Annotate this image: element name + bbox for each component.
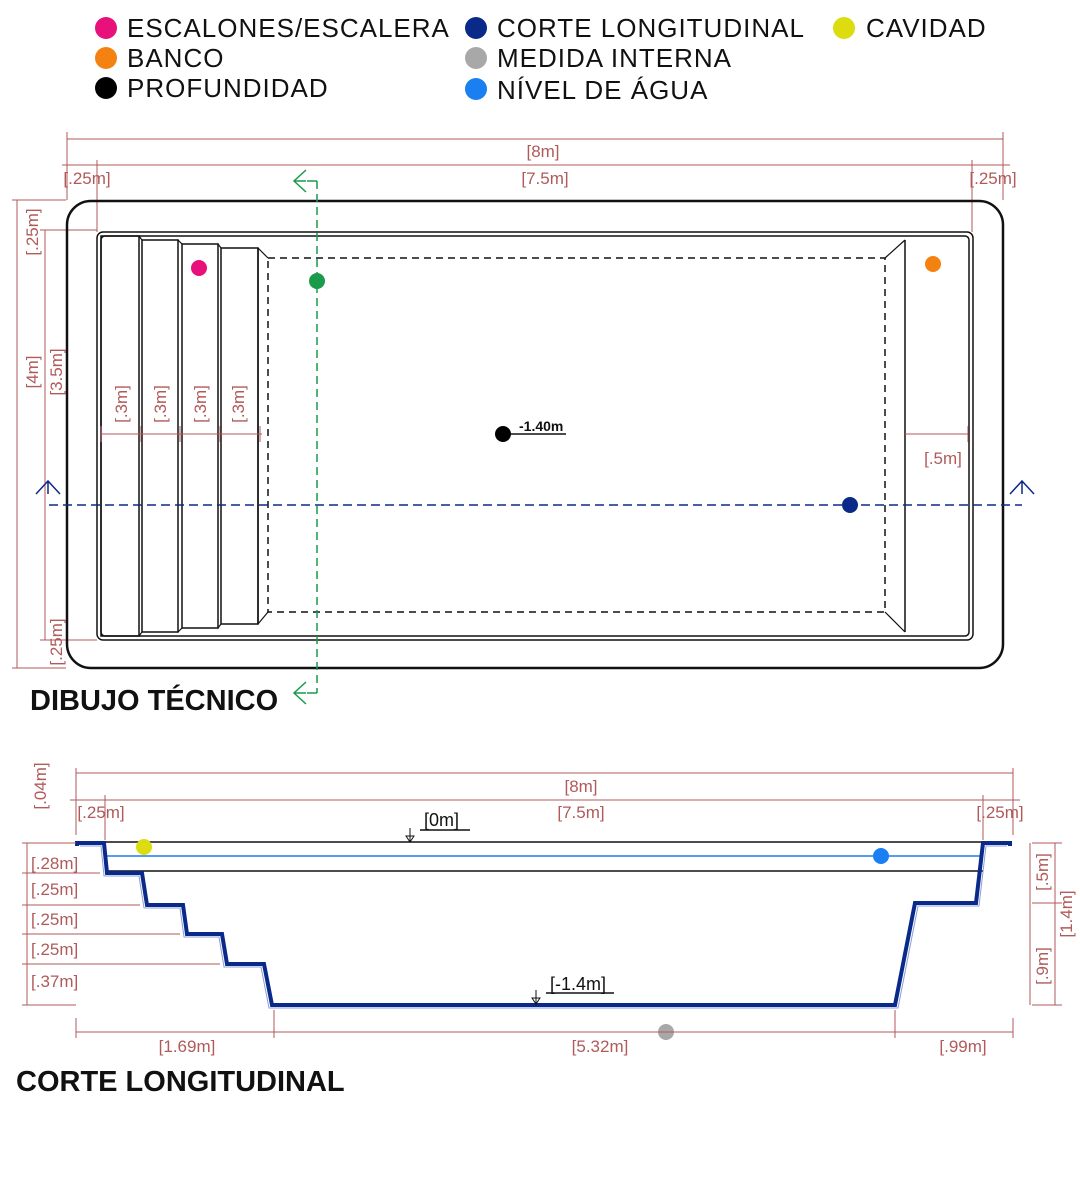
section-right-dimensions: [.5m] [.9m] [1.4m] <box>1029 842 1076 1006</box>
plan-inner-length: [7.5m] <box>521 169 568 188</box>
section-bench-length: [.99m] <box>939 1037 986 1056</box>
pool-inner-edge <box>96 231 974 641</box>
section-bench-depth: [.5m] <box>1033 853 1052 891</box>
legend-cavity-dot <box>833 17 855 39</box>
section-marker <box>842 497 858 513</box>
section-rim-height: [.04m] <box>31 762 50 809</box>
plan-top-dimensions: [8m] [7.5m] [.25m] [.25m] <box>62 132 1017 232</box>
cavity-marker <box>136 839 152 855</box>
section-right-edge: [.25m] <box>976 803 1023 822</box>
plan-view: [8m] [7.5m] [.25m] [.25m] [.25m] [4m] [3… <box>12 132 1035 717</box>
bottom-level-value: [-1.4m] <box>550 974 606 994</box>
section-rise3: [.25m] <box>31 910 78 929</box>
plan-right-edge: [.25m] <box>969 169 1016 188</box>
depth-value: -1.40m <box>519 418 563 434</box>
section-rise2: [.25m] <box>31 880 78 899</box>
section-floor-length: [5.32m] <box>572 1037 629 1056</box>
plan-top-edge: [.25m] <box>23 208 42 255</box>
steps-marker <box>191 260 207 276</box>
plan-title: DIBUJO TÉCNICO <box>30 683 278 717</box>
plan-bench-width: [.5m] <box>924 449 962 468</box>
bench-marker <box>925 256 941 272</box>
section-left-edge: [.25m] <box>77 803 124 822</box>
section-inner-length: [7.5m] <box>557 803 604 822</box>
water-marker <box>873 848 889 864</box>
legend-cavity-label: CAVIDAD <box>866 13 987 43</box>
legend: ESCALONES/ESCALERA BANCO PROFUNDIDAD COR… <box>95 13 987 105</box>
section-bottom-dimensions: [1.69m] [5.32m] [.99m] <box>75 1010 1014 1056</box>
section-view: [8m] [7.5m] [.25m] [.25m] [.04m] [0m] [-… <box>16 762 1076 1098</box>
legend-internal-label: MEDIDA INTERNA <box>497 43 732 73</box>
plan-inner-width: [3.5m] <box>47 348 66 395</box>
plan-bench: [.5m] <box>884 239 969 633</box>
bottom-level-mark: [-1.4m] <box>531 974 614 1005</box>
section-top-dimensions: [8m] [7.5m] [.25m] [.25m] [.04m] <box>31 762 1024 840</box>
section-total-depth: [1.4m] <box>1057 890 1076 937</box>
transverse-marker <box>309 273 325 289</box>
depth-marker <box>495 426 511 442</box>
plan-step1-width: [.3m] <box>112 385 131 423</box>
section-rise4: [.25m] <box>31 940 78 959</box>
legend-steps-dot <box>95 17 117 39</box>
legend-bench-dot <box>95 47 117 69</box>
plan-steps: [.3m] [.3m] [.3m] [.3m] <box>100 235 269 637</box>
plan-left-edge: [.25m] <box>63 169 110 188</box>
pool-outer-edge <box>65 199 1005 670</box>
plan-bottom-edge: [.25m] <box>47 618 66 665</box>
legend-internal-dot <box>465 47 487 69</box>
plan-step3-width: [.3m] <box>191 385 210 423</box>
section-lower-depth: [.9m] <box>1033 947 1052 985</box>
section-left-dimensions: [.28m] [.25m] [.25m] [.25m] [.37m] <box>22 842 220 1006</box>
legend-steps-label: ESCALONES/ESCALERA <box>127 13 450 43</box>
top-level-mark: [0m] <box>405 810 470 843</box>
top-level-value: [0m] <box>424 810 459 830</box>
plan-left-dimensions: [.25m] [4m] [3.5m] [.25m] <box>12 199 97 669</box>
plan-longitudinal-line <box>35 479 1035 506</box>
plan-total-length: [8m] <box>526 142 559 161</box>
legend-water-dot <box>465 78 487 100</box>
legend-section-label: CORTE LONGITUDINAL <box>497 13 805 43</box>
section-total-length: [8m] <box>564 777 597 796</box>
legend-bench-label: BANCO <box>127 43 224 73</box>
section-steps-length: [1.69m] <box>159 1037 216 1056</box>
plan-step2-width: [.3m] <box>151 385 170 423</box>
section-rise1: [.28m] <box>31 854 78 873</box>
plan-transverse-line <box>292 169 318 705</box>
legend-section-dot <box>465 17 487 39</box>
pool-profile <box>75 841 1012 1007</box>
legend-depth-dot <box>95 77 117 99</box>
section-title: CORTE LONGITUDINAL <box>16 1066 345 1098</box>
pool-deep-area <box>267 257 886 613</box>
plan-total-width: [4m] <box>23 355 42 388</box>
legend-depth-label: PROFUNDIDAD <box>127 73 329 103</box>
section-rise5: [.37m] <box>31 972 78 991</box>
legend-water-label: NÍVEL DE ÁGUA <box>497 75 708 105</box>
plan-step4-width: [.3m] <box>229 385 248 423</box>
